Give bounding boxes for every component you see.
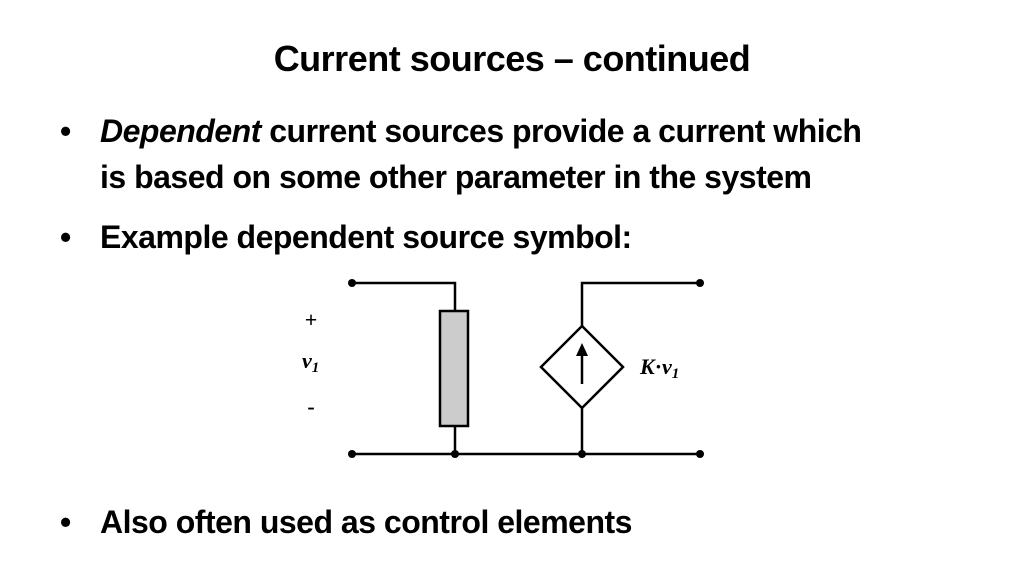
bullet-text-line2: is based on some other parameter in the … — [100, 159, 812, 195]
wire-top-right — [580, 281, 700, 326]
junction-node-resistor — [451, 450, 459, 458]
terminal-node-top-left — [348, 279, 356, 287]
minus-label: - — [307, 394, 314, 419]
resistor-element — [438, 309, 470, 428]
bullet-text-line1: current sources provide a current which — [260, 113, 862, 149]
slide-title: Current sources – continued — [273, 38, 751, 79]
terminal-node-bottom-left — [348, 450, 356, 458]
bullet-marker: • — [60, 219, 71, 255]
junction-node-source — [578, 450, 586, 458]
circuit-nodes — [348, 279, 704, 458]
current-arrow-head-icon — [576, 343, 588, 356]
wire-top-left — [352, 281, 457, 311]
terminal-node-top-right — [696, 279, 704, 287]
bullet-text: Example dependent source symbol: — [100, 219, 632, 255]
bullet-marker: • — [60, 113, 71, 149]
plus-label: + — [305, 307, 318, 332]
voltage-label: v1 — [302, 348, 319, 376]
bullet-text: Dependent current sources provide a curr… — [100, 108, 1000, 200]
source-gain-label: K·v1 — [639, 354, 679, 382]
circuit-wires — [352, 281, 700, 456]
emphasis-dependent: Dependent — [100, 113, 261, 149]
bullet-marker: • — [60, 504, 71, 540]
bullet-text: Also often used as control elements — [100, 504, 632, 540]
terminal-node-bottom-right — [696, 450, 704, 458]
